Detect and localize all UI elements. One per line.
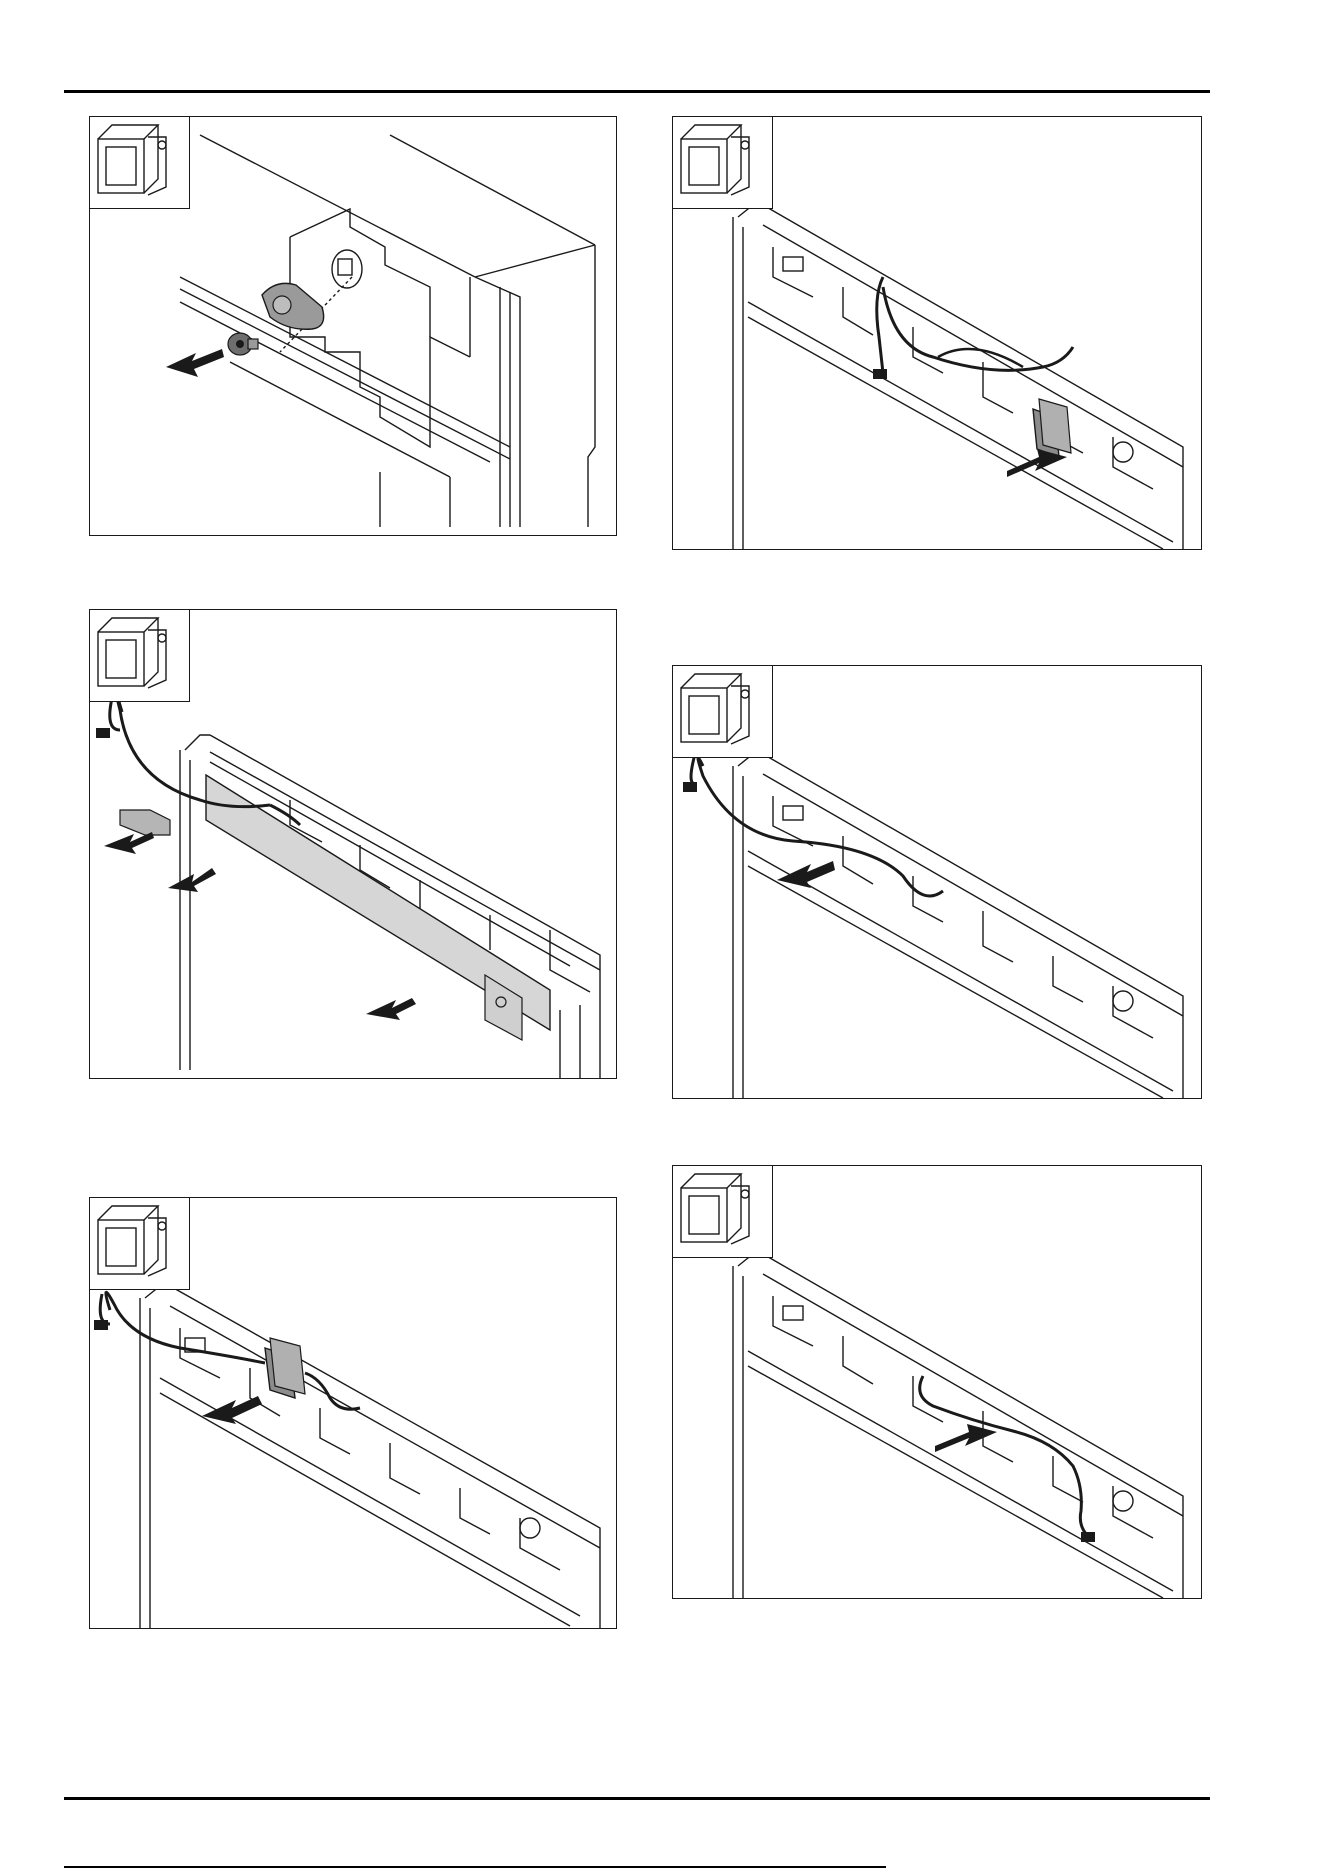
panel-step-5 — [672, 665, 1202, 1099]
footer-thin-rule — [64, 1866, 886, 1868]
pull-arrow-icon — [777, 861, 835, 888]
pull-arrow-icon — [104, 832, 154, 854]
panel-step-2 — [89, 609, 617, 1079]
fridge-open-door-icon — [673, 1166, 773, 1258]
header-rule — [64, 90, 1210, 93]
panel-step-3 — [89, 1197, 617, 1629]
fridge-open-door-icon — [90, 1198, 190, 1290]
pull-arrow-icon — [366, 998, 416, 1020]
footer-rule — [64, 1797, 1210, 1800]
fridge-open-door-icon — [673, 117, 773, 209]
pull-arrow-icon — [166, 349, 224, 377]
fridge-open-door-icon — [90, 117, 190, 209]
panel-step-1 — [89, 116, 617, 536]
fridge-open-door-icon — [90, 610, 190, 702]
pull-arrow-icon — [202, 1396, 262, 1424]
fridge-open-door-icon — [673, 666, 773, 758]
panel-step-6 — [672, 1165, 1202, 1599]
pull-arrow-icon — [168, 868, 216, 892]
panel-step-4 — [672, 116, 1202, 550]
